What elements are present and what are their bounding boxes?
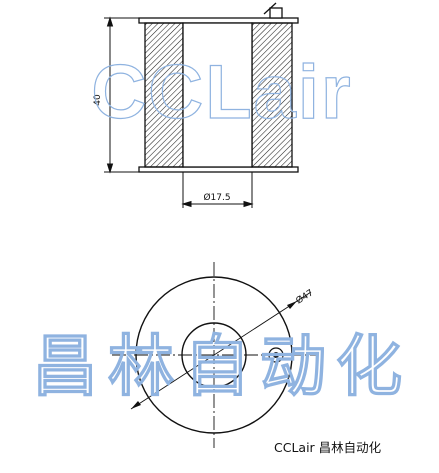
right-winding-section [251, 22, 293, 168]
central-bore [182, 22, 253, 168]
side-section-view [138, 2, 299, 173]
watermark-cjk: 昌林自动化 [32, 328, 412, 405]
left-winding-section [144, 22, 184, 168]
bore-dimension [181, 172, 254, 208]
brand-caption: CCLair 昌林自动化 [274, 440, 382, 455]
terminal-stub [269, 7, 283, 19]
top-plan-view [112, 262, 318, 448]
terminal-pin-inner [273, 352, 279, 358]
watermark-latin: CCLair [91, 50, 352, 135]
outer-diameter-label: Ø47 [294, 287, 316, 306]
bore-label: Ø17.5 [203, 192, 230, 203]
diameter-leader [130, 291, 312, 410]
terminal-pin-outer [268, 347, 284, 363]
top-flange [138, 17, 299, 24]
bottom-flange [138, 166, 299, 173]
height-dimension [104, 16, 139, 174]
height-label: 40 [93, 94, 103, 106]
